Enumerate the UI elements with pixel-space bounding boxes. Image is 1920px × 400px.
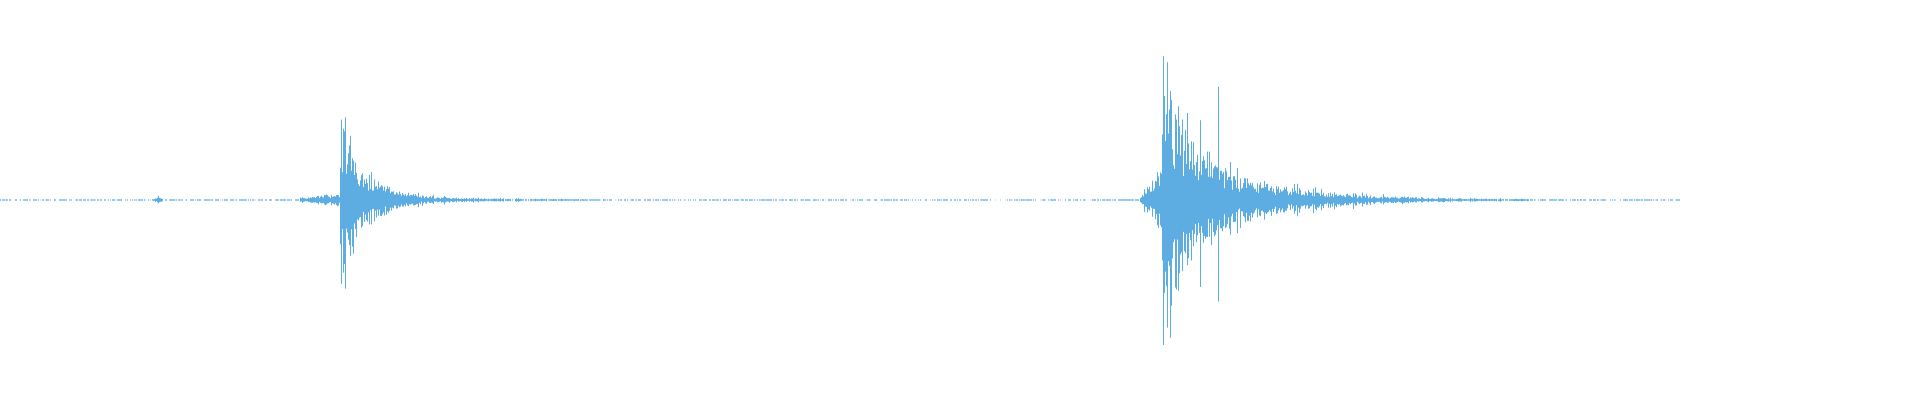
waveform-samples bbox=[0, 56, 1680, 345]
